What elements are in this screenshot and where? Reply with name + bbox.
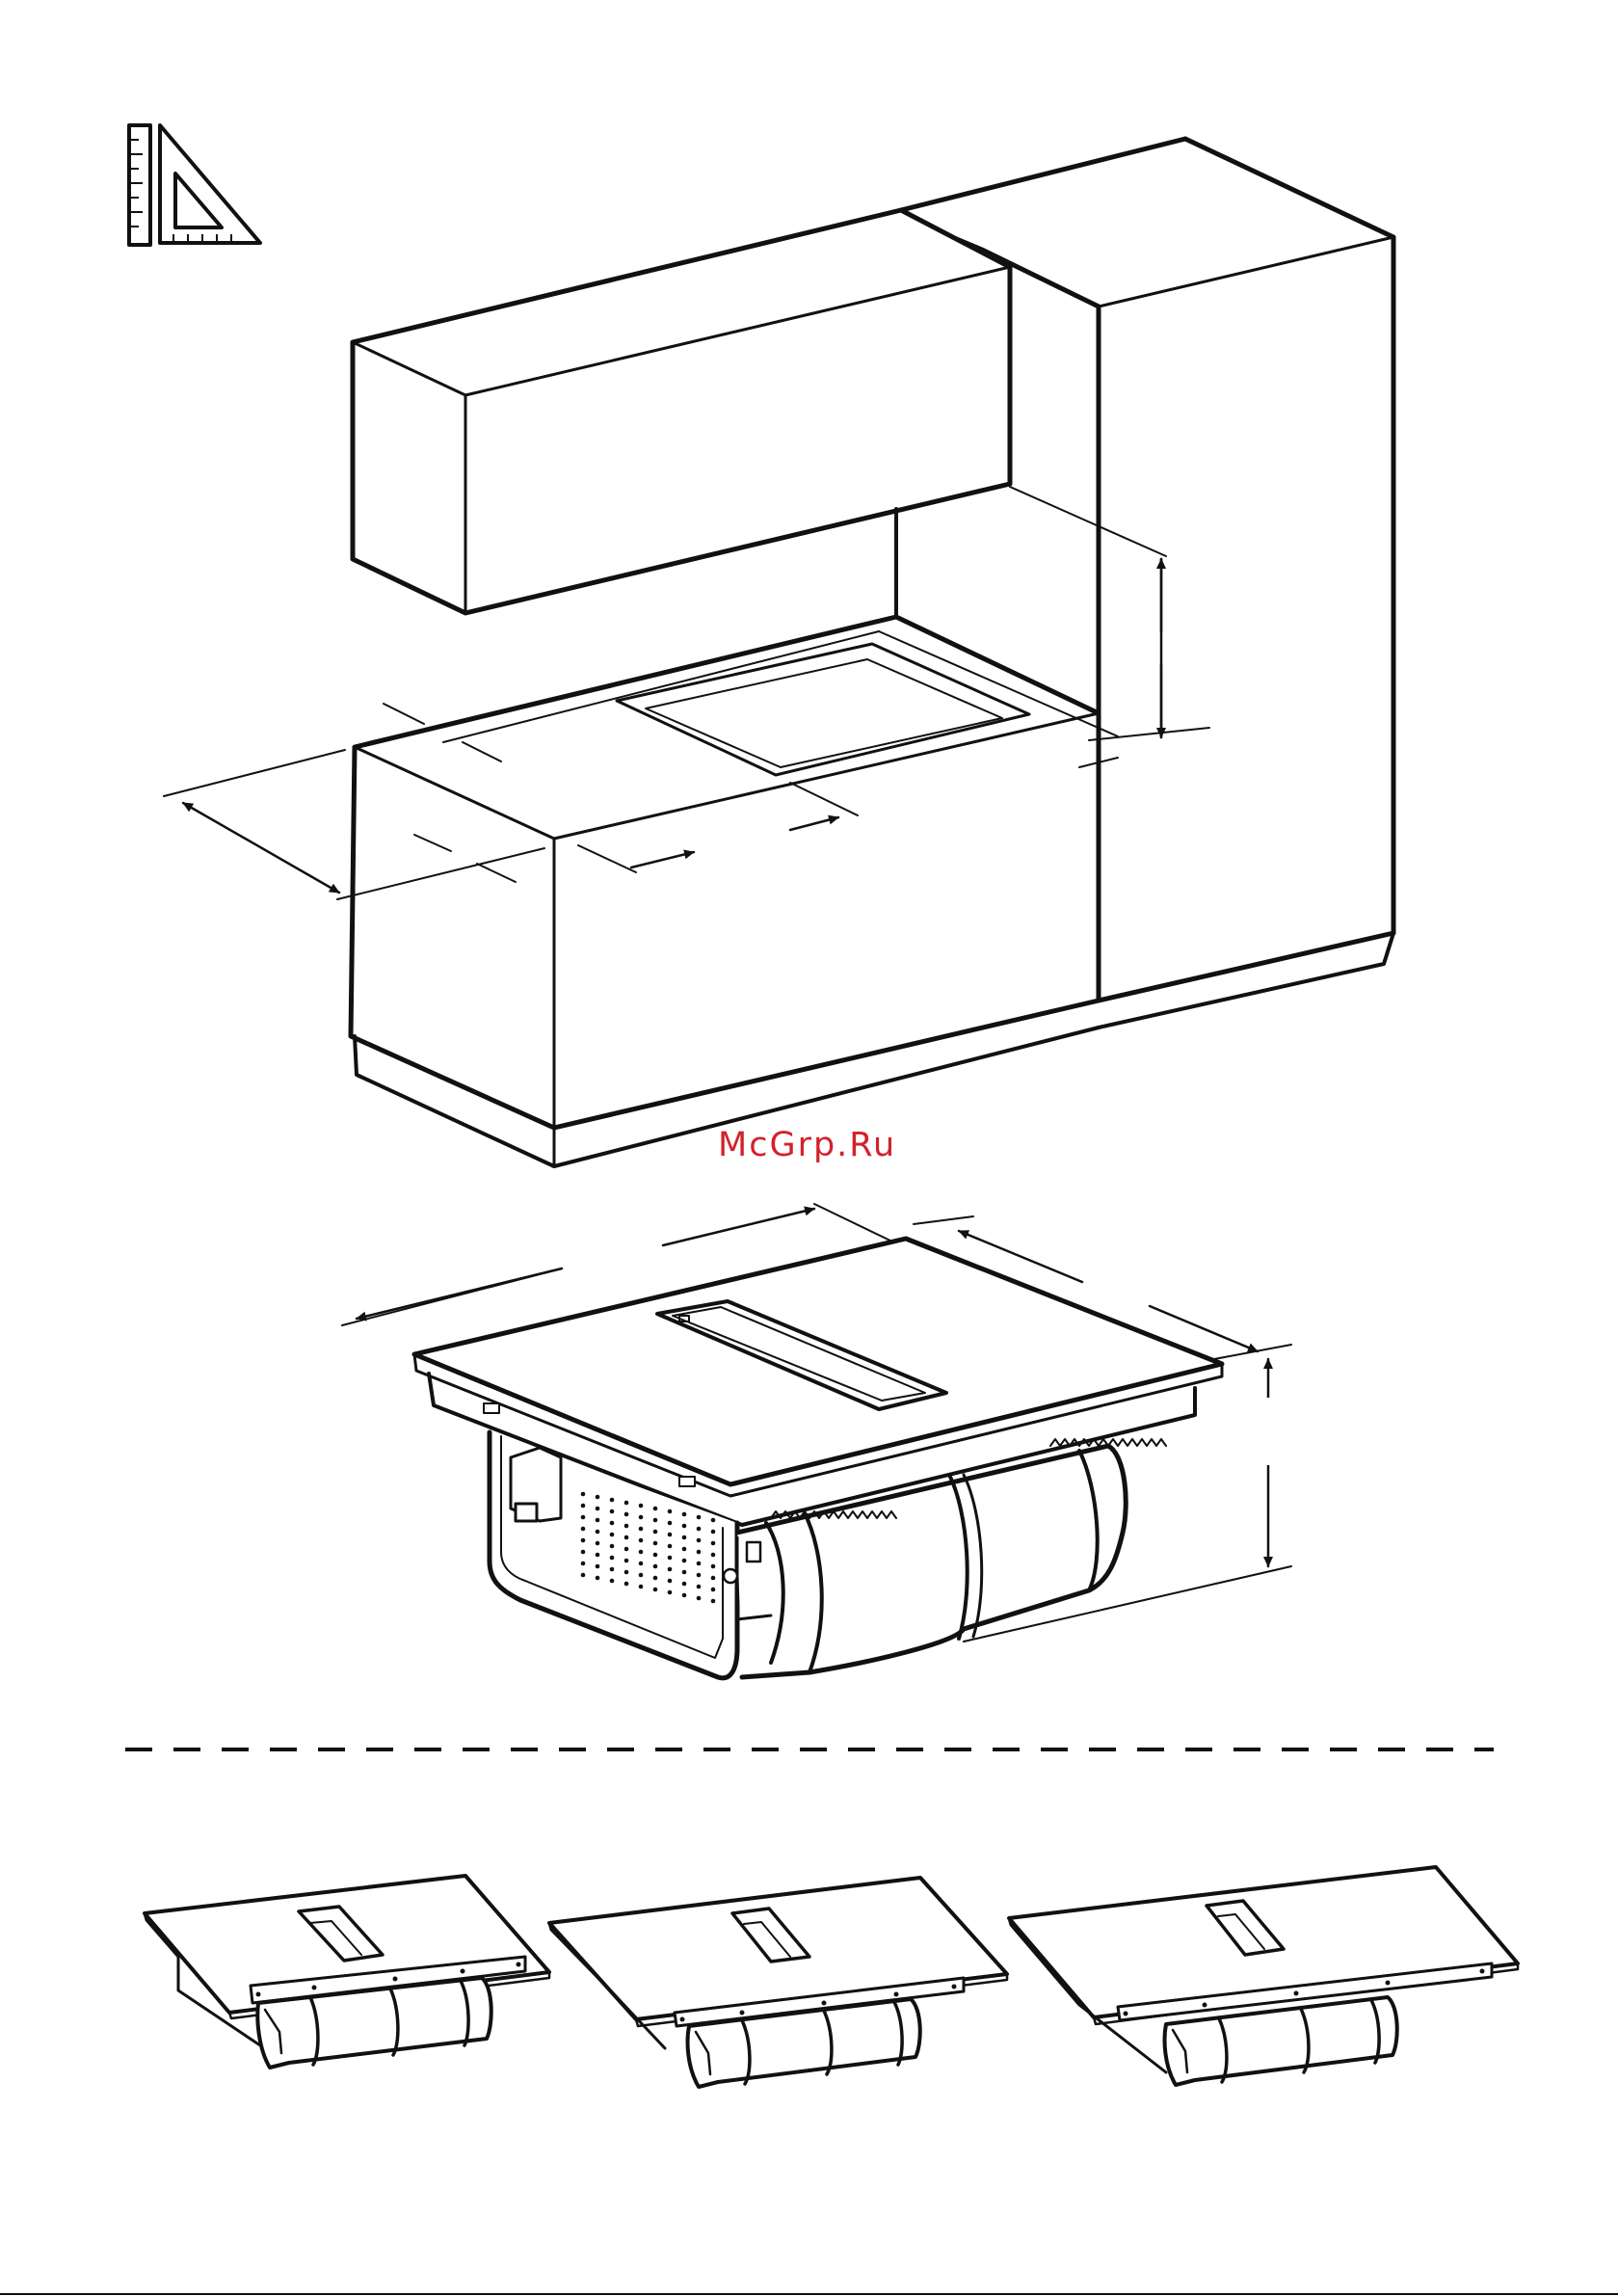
- worktop-variant-3: [1009, 1867, 1518, 2085]
- kitchen-cabinets-drawing: [164, 139, 1393, 1166]
- watermark: McGrp.Ru: [718, 1126, 896, 1164]
- ruler-and-set-square-icon: [129, 125, 260, 245]
- hob-with-extractor-drawing: [342, 1204, 1291, 1678]
- worktop-variant-2: [549, 1878, 1007, 2087]
- worktop-variant-1: [145, 1876, 549, 2068]
